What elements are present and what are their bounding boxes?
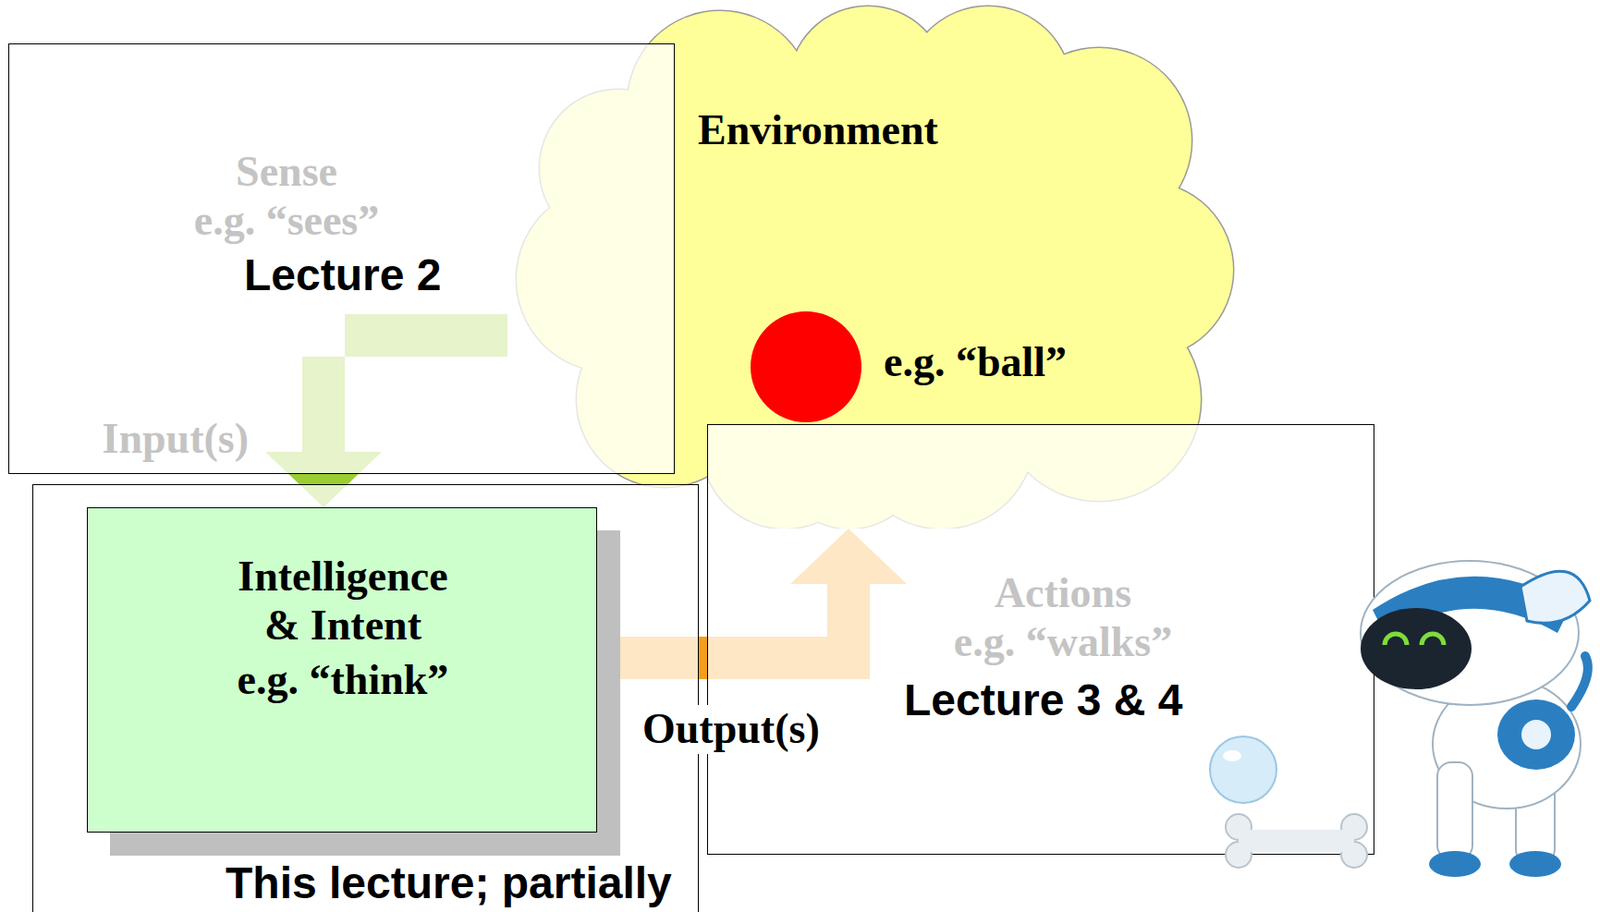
cloud-lobe [596,85,1151,455]
lecture-label: This lecture; partially [225,860,672,907]
dog-tail [1571,656,1588,708]
dog-visor [1360,608,1472,690]
bubble-ball [1209,736,1277,804]
bone-shaft [1238,830,1355,853]
example-text: e.g. “sees” [194,196,380,246]
lecture-label: Lecture 3 & 4 [903,674,1183,726]
dog-front-paw [1429,851,1481,878]
dog-joint [1521,720,1552,750]
dog-back-paw [1509,851,1562,878]
dog-eye [1421,634,1444,646]
robot-dog-illustration [1201,545,1596,888]
environment-heading: Environment [697,106,939,156]
edge-label: Input(s) [97,415,253,465]
example-text: e.g. “think” [237,656,450,706]
example-text: e.g. “ball” [883,338,1067,388]
dog-ear [1520,571,1590,623]
edge-label: Output(s) [638,705,824,755]
actions-heading: Actions [994,569,1132,619]
sense-heading: Sense [235,147,338,197]
actions-box: Actionse.g. “walks” Lecture 3 & 4 [707,424,1375,855]
dog-body-patch [1497,699,1576,770]
lecture-label: Lecture 2 [244,249,441,301]
intelligence-box: Intelligence & Intente.g. “think” [86,507,598,833]
lecture-box: This lecture; partially Intelligence & In… [32,484,699,912]
cloud-lobe [596,85,1151,455]
bubble-shine [1222,750,1242,762]
example-text: e.g. “walks” [953,618,1173,668]
dog-eye [1384,634,1407,646]
ball-circle [750,311,862,423]
dog-front-leg [1437,762,1473,860]
intelligence-heading: Intelligence & Intent [230,552,457,651]
sense-box: Sensee.g. “sees”Lecture 2 [8,43,675,475]
